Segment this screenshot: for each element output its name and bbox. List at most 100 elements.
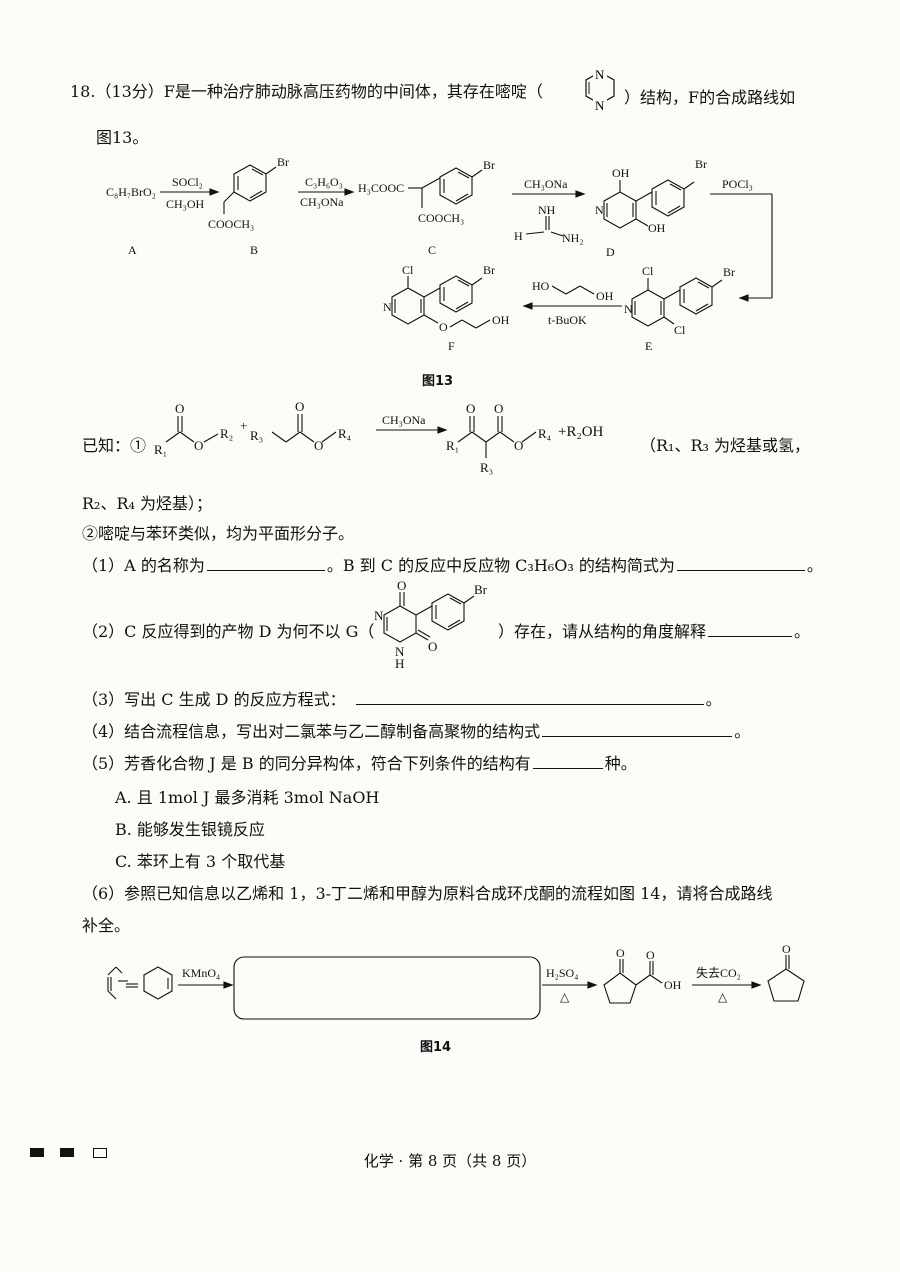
scheme14-acid-oh: OH — [664, 978, 682, 992]
f-cl: Cl — [402, 263, 414, 277]
corner-mark-2 — [60, 1148, 74, 1157]
known-note-a: （R₁、R₃ 为烃基或氢， — [640, 436, 811, 455]
arrow2-reagent-top: C₃H₆O₃ — [305, 175, 343, 189]
part5-answer-blank[interactable] — [532, 752, 603, 769]
f-oh: OH — [492, 313, 510, 327]
part2-b: ）存在，请从结构的角度解释。 — [498, 620, 811, 641]
figure14-caption: 图14 — [420, 1040, 452, 1055]
scheme14-heat2: △ — [718, 990, 728, 1004]
question-intro-fig: 图13。 — [96, 128, 149, 147]
g-o-bottom: O — [428, 639, 437, 654]
known-r4: R₄ — [338, 426, 352, 441]
pyrimidine-n1: N — [595, 68, 605, 82]
c-br: Br — [483, 158, 495, 172]
e-n: N — [624, 302, 633, 316]
g-o-top: O — [397, 578, 406, 593]
known-plus: + — [240, 418, 247, 433]
g-n2: N — [395, 644, 405, 659]
scheme14-product-o: O — [782, 945, 791, 956]
label-b: B — [250, 243, 258, 257]
known-r2: R₂ — [220, 426, 233, 441]
pyrimidine-structure: N N — [585, 68, 615, 112]
part3-answer-blank[interactable] — [355, 688, 704, 705]
part5-option-b: B. 能够发生银镜反应 — [115, 820, 265, 839]
known-reagent: CH₃ONa — [382, 413, 426, 427]
known-byproduct: +R₂OH — [558, 424, 604, 440]
page-footer: 化学 · 第 8 页（共 8 页） — [363, 1152, 537, 1170]
pyrimidine-n2: N — [595, 98, 605, 112]
known-o4: O — [314, 438, 323, 453]
amidine-nh2: NH₂ — [562, 231, 584, 245]
part5: （5）芳香化合物 J 是 B 的同分异构体，符合下列条件的结构有种。 — [82, 752, 637, 773]
part2-answer-blank[interactable] — [708, 620, 793, 637]
compound-g-structure: O O Br N N H — [374, 578, 488, 671]
part3: （3）写出 C 生成 D 的反应方程式：。 — [82, 688, 722, 709]
figure13-caption: 图13 — [422, 374, 454, 389]
f-br: Br — [483, 263, 495, 277]
part4-answer-blank[interactable] — [542, 720, 733, 737]
part1: （1）A 的名称为。B 到 C 的反应中反应物 C₃H₆O₃ 的结构简式为。 — [82, 554, 823, 575]
scheme14-decarb: 失去CO₂ — [696, 965, 741, 980]
scheme14-h2so4: H₂SO₄ — [546, 966, 578, 980]
part2-a: （2）C 反应得到的产物 D 为何不以 G（ — [82, 622, 375, 641]
part6-b: 补全。 — [82, 916, 131, 935]
scheme14-kmno4: KMnO₄ — [182, 966, 220, 980]
label-e: E — [645, 339, 652, 353]
corner-mark-3 — [93, 1148, 107, 1158]
c-ester-bottom: COOCH₃ — [418, 211, 464, 225]
arrow3-reagent: CH₃ONa — [524, 177, 568, 191]
known-p-r3: R₃ — [480, 460, 493, 475]
part5-option-a: A. 且 1mol J 最多消耗 3mol NaOH — [115, 788, 380, 807]
arrow1-reagent-bottom: CH₃OH — [166, 197, 205, 211]
question-intro-cont: ）结构，F的合成路线如 — [624, 88, 796, 107]
d-oh-top: OH — [612, 166, 630, 180]
arrow4-reagent: POCl₃ — [722, 177, 753, 191]
label-d: D — [606, 245, 615, 259]
amidine-h: H — [514, 229, 523, 243]
part6-a: （6）参照已知信息以乙烯和 1，3-丁二烯和甲醇为原料合成环戊酮的流程如图 14… — [82, 884, 773, 903]
b-br: Br — [277, 155, 289, 169]
scheme14-ketone-o: O — [616, 946, 625, 960]
known-p-r4: R₄ — [538, 426, 552, 441]
arrow5-reagent-ho: HO — [532, 279, 550, 293]
known-reaction: O R₁ O R₂ + R₃ O O R₄ CH₃ONa O O R₁ O R₄… — [154, 400, 604, 475]
c-ester-left: H₃COOC — [358, 181, 404, 195]
part1-answer-blank2[interactable] — [676, 554, 805, 571]
part1-answer-blank1[interactable] — [206, 554, 325, 571]
amidine-nh: NH — [538, 203, 556, 217]
e-br: Br — [723, 265, 735, 279]
known-r3: R₃ — [250, 428, 263, 443]
label-f: F — [448, 339, 455, 353]
known-p-o3: O — [514, 438, 523, 453]
d-n: N — [595, 203, 604, 217]
known-p-o1: O — [466, 401, 475, 416]
b-ester: COOCH₃ — [208, 217, 254, 231]
synthesis-scheme-14: KMnO₄ H₂SO₄ △ O O OH 失去CO₂ △ O — [107, 945, 805, 1020]
known-note2: ②嘧啶与苯环类似，均为平面形分子。 — [82, 524, 355, 543]
e-cl-bottom: Cl — [674, 323, 686, 337]
known-p-o2: O — [494, 401, 503, 416]
scheme14-heat1: △ — [560, 990, 570, 1004]
corner-mark-1 — [30, 1148, 44, 1157]
known-r1: R₁ — [154, 442, 167, 457]
part4: （4）结合流程信息，写出对二氯苯与乙二醇制备高聚物的结构式。 — [82, 720, 751, 741]
scheme14-acid-o: O — [646, 948, 655, 962]
e-cl-top: Cl — [642, 264, 654, 278]
f-n: N — [383, 300, 392, 314]
known-prefix: 已知：① — [82, 436, 147, 455]
label-a: A — [128, 243, 137, 257]
d-br: Br — [695, 157, 707, 171]
label-c: C — [428, 243, 436, 257]
known-o3: O — [295, 400, 304, 414]
known-o1: O — [175, 401, 184, 416]
arrow2-reagent-bottom: CH₃ONa — [300, 195, 344, 209]
known-p-r1: R₁ — [446, 438, 459, 453]
part5-option-c: C. 苯环上有 3 个取代基 — [115, 852, 286, 871]
g-n1: N — [374, 608, 384, 623]
synthesis-scheme-13: C₈H₇BrO₂ SOCl₂ CH₃OH Br COOCH₃ C₃H₆O₃ CH… — [106, 155, 773, 353]
arrow1-reagent-top: SOCl₂ — [172, 175, 203, 189]
arrow5-reagent-oh: OH — [596, 289, 614, 303]
known-o2: O — [194, 438, 203, 453]
compound-a-formula: C₈H₇BrO₂ — [106, 185, 156, 199]
question-intro: 18.（13分）F是一种治疗肺动脉高压药物的中间体，其存在嘧啶（ — [70, 82, 543, 101]
